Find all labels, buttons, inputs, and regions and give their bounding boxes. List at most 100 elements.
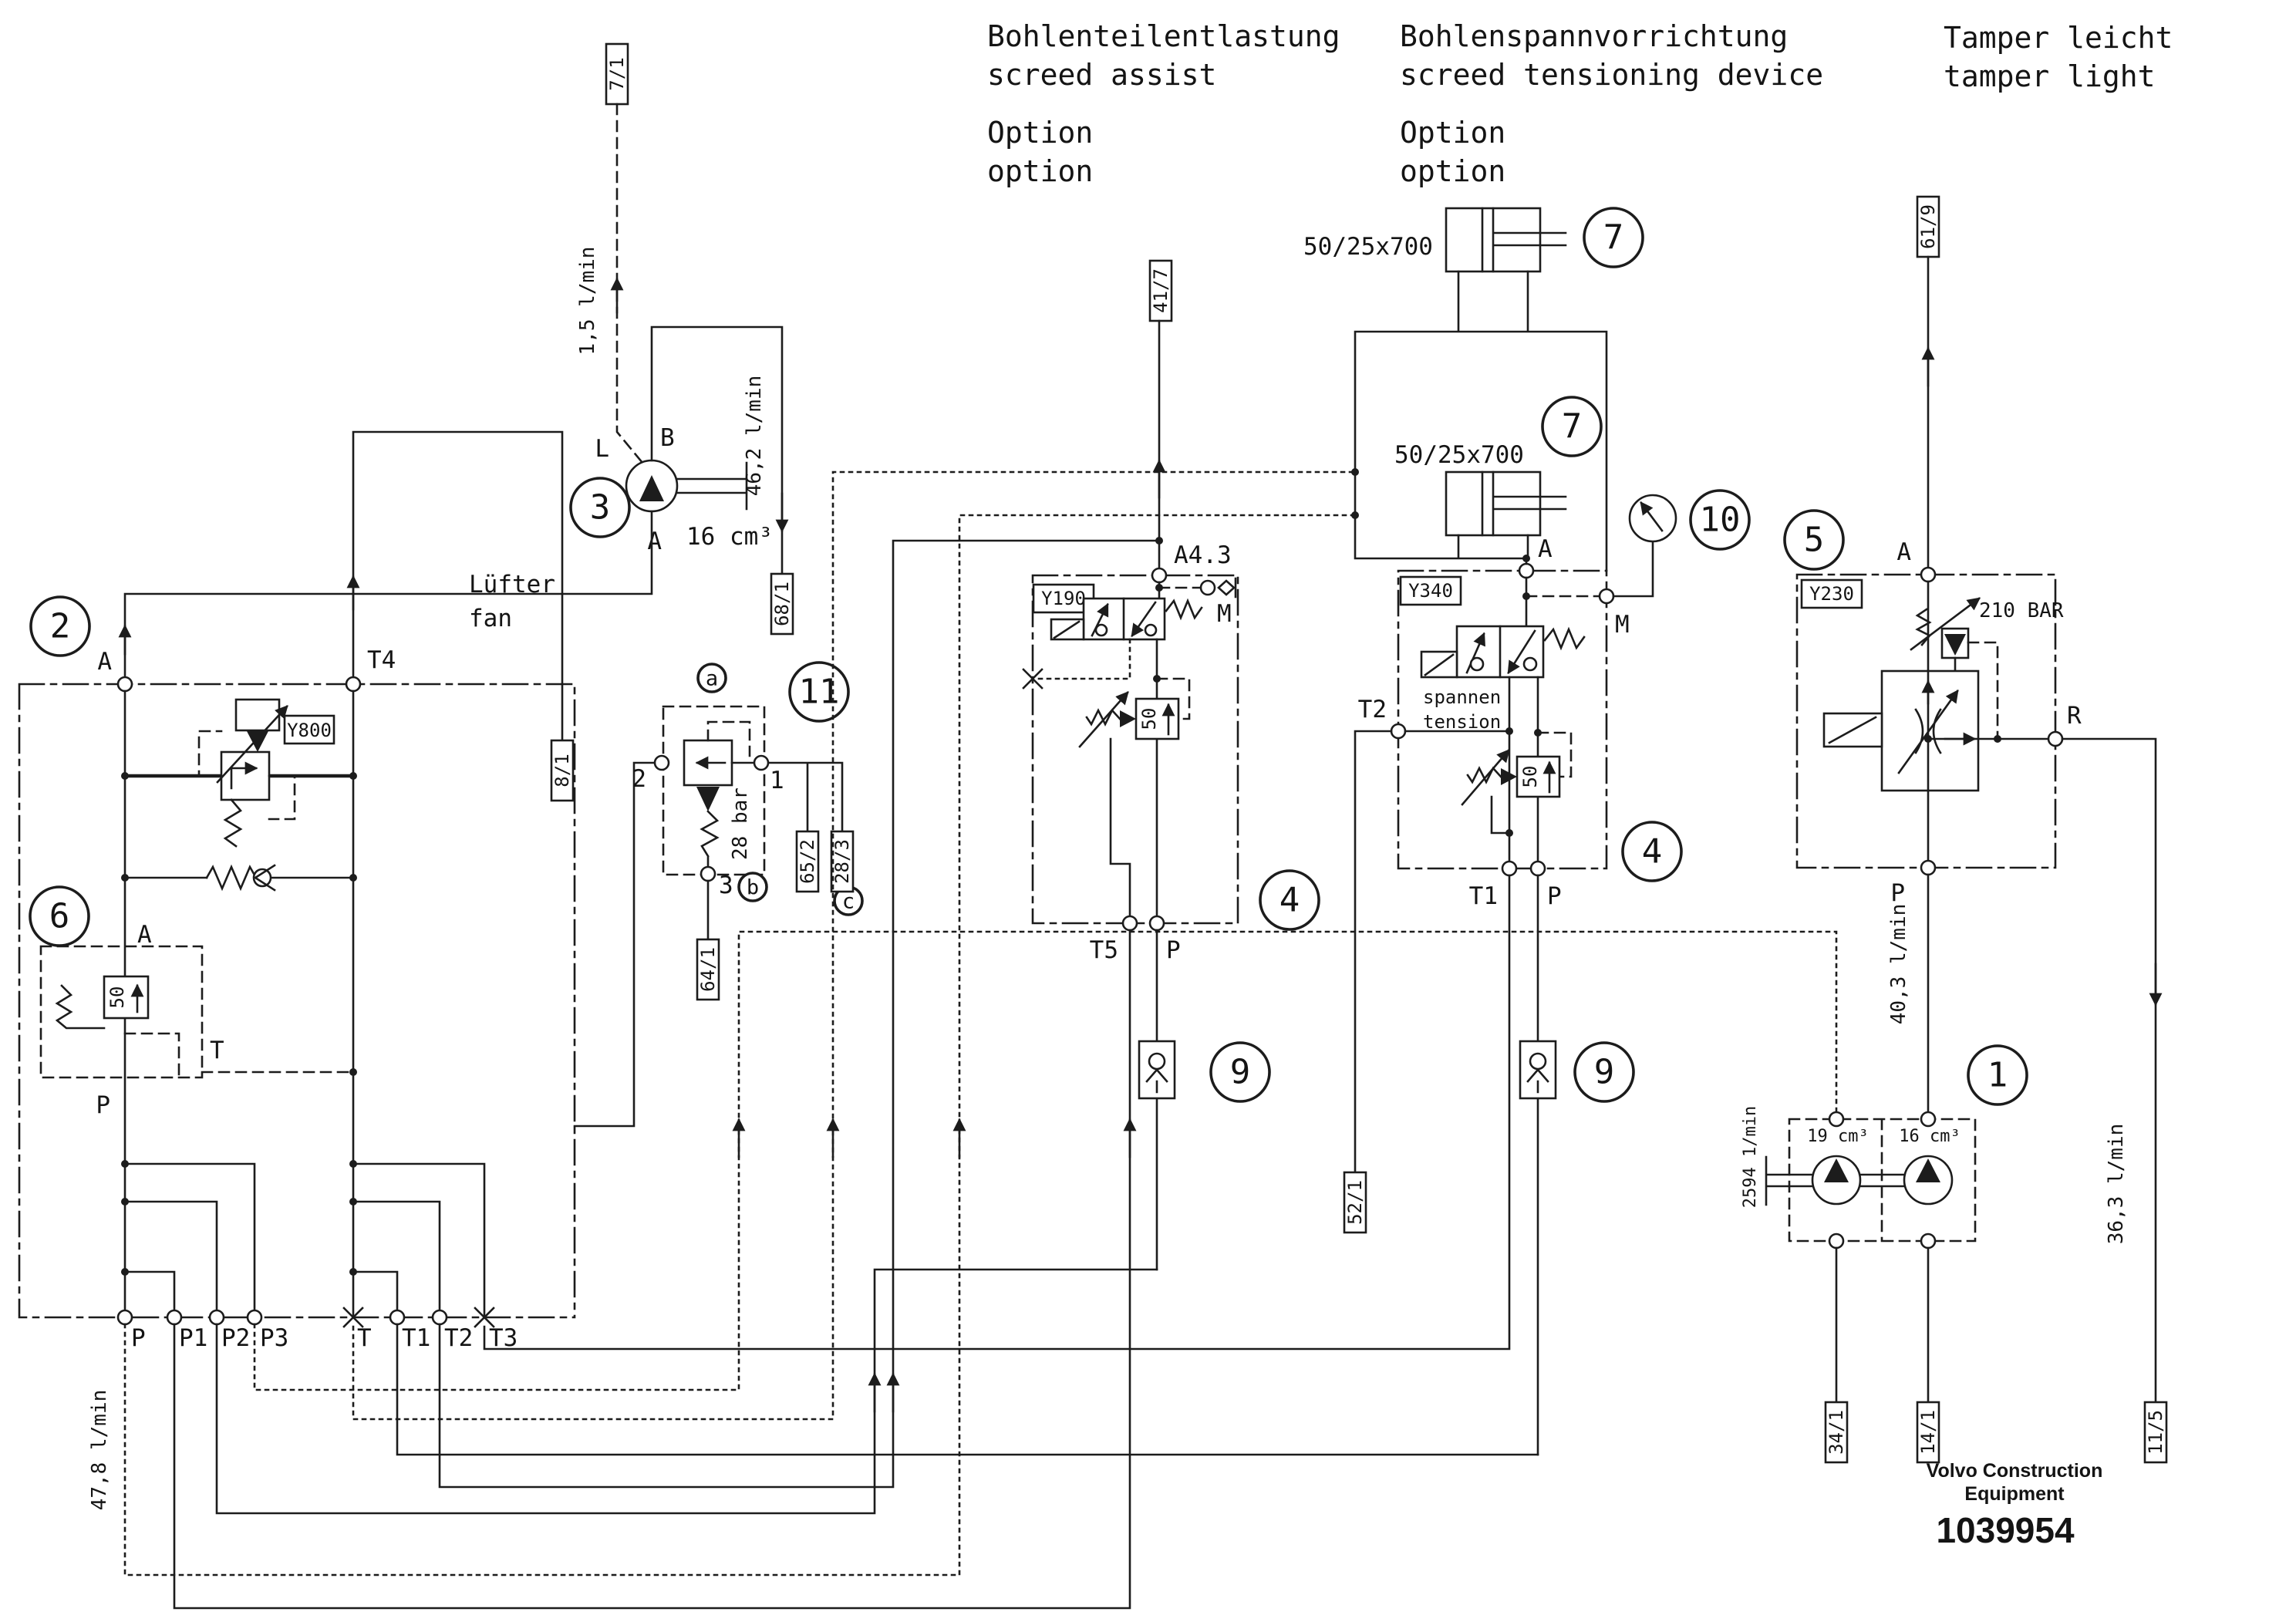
y190-port-t5-label: T5: [1090, 936, 1118, 964]
y340-t2-line-to-tag: [1354, 730, 1393, 1174]
manifold-flow-p-label: 47,8 l/min: [88, 1390, 111, 1511]
pilot-port1-lines: [730, 761, 844, 833]
y340-port-t2: [1390, 723, 1407, 740]
sheet-ref-tag-28-3-label: 28/3: [831, 839, 853, 884]
pump-speed-label: 2594 1/min: [1741, 1106, 1760, 1208]
pump-suction-lines: [1835, 1246, 1930, 1404]
reducer-pilot: [123, 1032, 180, 1079]
sheet-ref-tag-41-7-label: 41/7: [1150, 268, 1172, 313]
y340-solenoid-diagonal: [1424, 653, 1455, 676]
balloon-4-y340: [1621, 821, 1683, 882]
fan-drain-line: [615, 103, 648, 469]
y340-port-p: [1529, 860, 1546, 877]
balloon-9-y190: [1209, 1041, 1271, 1103]
y340-port-a-label: A: [1538, 535, 1553, 563]
y340-port-a: [1518, 562, 1535, 579]
y190-m-plug-symbol: [1217, 577, 1237, 599]
fan-motor-flow-triangle: [639, 475, 664, 501]
port-t2-label: T2: [444, 1324, 473, 1352]
cylinder-top-size-label: 50/25x700: [1303, 233, 1433, 261]
y190-pilot-line: [1155, 677, 1191, 720]
fan-label-en: fan: [469, 605, 512, 632]
port-t-plug: [342, 1307, 364, 1328]
balloon-3: [569, 477, 631, 538]
manifold-block: 2 A T4 8/1 Y800 6 A 50: [18, 430, 576, 1511]
y190-valve-arrow-left: [1091, 602, 1109, 637]
route-t2: [438, 539, 1161, 1489]
y190-relief-valve: [1135, 697, 1180, 740]
pump-left-bottom-port: [1828, 1233, 1845, 1249]
heading-assist-option-en: option: [987, 154, 1093, 188]
junction-dot: [1505, 727, 1513, 735]
fan-circuit: 7/1 1,5 l/min Lüfter fan 3 L B A 16 cm³ …: [118, 42, 794, 686]
port-p-label: P: [131, 1324, 146, 1352]
reducer-spring: [55, 984, 106, 1030]
pump-right-bottom-port: [1920, 1233, 1937, 1249]
port-t-label: T: [357, 1324, 372, 1352]
reducer-valve-body: [103, 975, 150, 1020]
y340-port-t1-label: T1: [1469, 882, 1498, 910]
pilot-pressure-label: 28 bar: [729, 787, 752, 860]
manifold-port-t4: [345, 676, 362, 693]
y340-check-seat: [1526, 1068, 1549, 1094]
balloon-9-y340: [1573, 1041, 1635, 1103]
manifold-boundary: [18, 683, 576, 1319]
y190-label: Y190: [1041, 588, 1086, 609]
y190-port-a-label: A4.3: [1174, 541, 1232, 569]
cylinder-top-piston-rod: [1481, 207, 1567, 273]
junction-dot: [349, 1198, 357, 1206]
y190-blocked-branch: [1036, 638, 1131, 680]
y190-blocked-port-x: [1022, 668, 1043, 690]
heading-tamper-en: tamper light: [1944, 59, 2156, 93]
pilot-port-1: [753, 754, 770, 771]
y190-relief-triangle: [1120, 710, 1136, 727]
reducer-port-t-label: T: [210, 1037, 224, 1064]
y190-relief-drain: [1109, 737, 1131, 925]
y190-solenoid-diagonal: [1053, 620, 1081, 639]
y190-boundary: [1031, 574, 1239, 925]
headings: Bohlenteilentlastung screed assist Optio…: [987, 19, 2173, 188]
heading-screed-assist-de: Bohlenteilentlastung: [987, 19, 1340, 53]
y190-relief-spring: [1085, 708, 1121, 727]
balloon-4-y340-label: 4: [1642, 832, 1663, 872]
y230-pressure-label: 210 BAR: [1979, 599, 2064, 622]
y340-valve-seat-right: [1522, 656, 1538, 672]
heading-tensioning-de: Bohlenspannvorrichtung: [1400, 19, 1788, 53]
y190-port-t5: [1121, 915, 1138, 932]
pump-housing: [1788, 1118, 1977, 1243]
balloon-5-label: 5: [1804, 521, 1825, 560]
heading-assist-option-de: Option: [987, 116, 1093, 150]
junction-dot: [349, 772, 357, 780]
pump-left-displacement: 19 cm³: [1807, 1127, 1868, 1146]
y230-flow-r-label: 36,3 l/min: [2105, 1124, 2128, 1245]
balloon-3-label: 3: [590, 488, 611, 528]
sheet-ref-tag-14-1: [1916, 1401, 1940, 1464]
sheet-ref-tag-8-1: [550, 739, 575, 802]
y340-section: Y340 A M 10 spannen tension T2 52/1: [1343, 489, 1751, 1456]
route-t1: [396, 1323, 1539, 1456]
bypass-check-seat: [253, 864, 276, 892]
sheet-ref-tag-34-1: [1824, 1401, 1849, 1464]
balloon-b: [737, 872, 768, 902]
pilot-valve-spring: [700, 810, 720, 858]
y230-solenoid-diagonal: [1828, 716, 1877, 744]
balloon-7-top: [1583, 207, 1644, 268]
y230-pilot-line: [1967, 641, 1999, 740]
balloon-a-label: a: [706, 667, 718, 691]
pilot-port-1-label: 1: [770, 767, 784, 794]
y800-label: Y800: [287, 720, 332, 741]
port-p3-label: P3: [260, 1324, 288, 1352]
fan-port-a-label: A: [647, 528, 662, 555]
sheet-ref-tag-14-1-label: 14/1: [1917, 1410, 1939, 1455]
y230-port-r: [2047, 730, 2064, 747]
fan-port-l-label: L: [595, 435, 609, 463]
port-p2-label: P2: [221, 1324, 250, 1352]
y800-pilot-lines: [197, 730, 296, 821]
y340-valve-arrow-right: [1507, 629, 1536, 675]
y800-label-box: [283, 714, 335, 745]
route-t3: [483, 874, 1511, 1351]
manifold-distribution-branches: [123, 1162, 486, 1319]
junction-dot: [349, 874, 357, 882]
junction-dot: [1155, 537, 1163, 545]
port-t3-label: T3: [489, 1324, 518, 1352]
